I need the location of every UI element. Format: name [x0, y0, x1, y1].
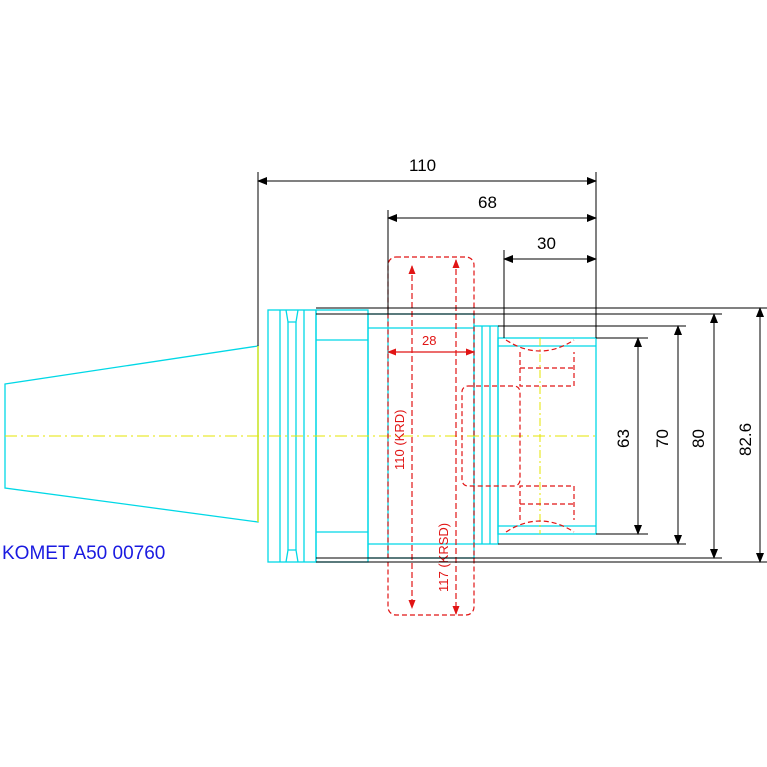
front-profile-bottom [505, 485, 575, 533]
dim-krd-label: 110 (KRD) [392, 410, 407, 470]
dim-80-label: 80 [689, 429, 708, 448]
taper-shank [4, 345, 259, 523]
dim-30-label: 30 [537, 234, 556, 253]
inner-bore [461, 385, 521, 487]
dim-82-6-label: 82.6 [736, 423, 755, 456]
front-profile-top [505, 339, 575, 387]
reference-outline [387, 256, 575, 616]
connection-head [473, 325, 499, 545]
dim-68-label: 68 [478, 193, 497, 212]
dim-krsd-label: 117 (KRSD) [436, 523, 451, 592]
length-dimensions [257, 172, 597, 346]
krd-envelope [387, 256, 475, 616]
diameter-dimensions [316, 307, 767, 563]
dim-28-label: 28 [422, 333, 436, 348]
tool-label: KOMET A50 00760 [2, 543, 165, 564]
dim-70-label: 70 [653, 429, 672, 448]
dim-110-label: 110 [409, 156, 436, 175]
dim-63-label: 63 [614, 429, 633, 448]
